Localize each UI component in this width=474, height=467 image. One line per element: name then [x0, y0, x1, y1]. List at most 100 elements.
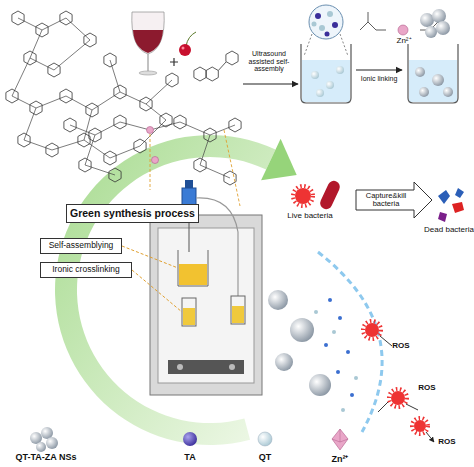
legend-text: QT: [245, 452, 285, 462]
legend-icon: [332, 429, 348, 450]
synthesis-device: [158, 228, 254, 383]
beaker: [316, 89, 324, 97]
zinc-complex-structure: [79, 158, 91, 172]
ros-bacterium: [389, 389, 407, 407]
synthesis-device: [179, 264, 207, 285]
beaker: [415, 67, 425, 77]
beaker: [302, 60, 350, 102]
synthesis-device: [231, 296, 245, 324]
zinc-complex-structure: [64, 118, 76, 132]
beaker: [408, 44, 458, 103]
ros-bacterium: [414, 420, 426, 432]
plus-sign: [170, 58, 178, 66]
box-text: Self-assemblying: [49, 241, 114, 250]
annotation-label: ROS: [388, 342, 414, 351]
beaker: [311, 71, 319, 79]
annotation-label: ROS: [434, 438, 460, 447]
annotation-label: Zn²⁺: [389, 37, 419, 46]
tannic-acid-structure: [104, 53, 116, 67]
zinc-complex-structure: [174, 115, 186, 129]
wine-glass: [133, 30, 163, 53]
released-particles: [268, 290, 288, 310]
synthesis-device: [177, 364, 183, 370]
cycle-arrow: [55, 135, 276, 445]
released-particles: [309, 374, 331, 396]
process-arrow: [356, 70, 402, 71]
zinc-complex-structure: [114, 115, 126, 129]
process-box: Green synthesis process: [66, 204, 199, 223]
nanoparticle-cluster: [327, 11, 333, 17]
capture-arrow: [356, 182, 432, 218]
tannic-acid-structure: [6, 11, 178, 165]
beaker: [326, 81, 334, 89]
released-particles: [341, 408, 345, 412]
dead-bacterium: [438, 212, 447, 222]
process-arrow: [356, 69, 402, 70]
beaker: [443, 87, 453, 97]
ros-bacterium: [363, 321, 434, 442]
beaker: [419, 87, 429, 97]
tannic-acid-structure: [114, 85, 126, 99]
nanosheet-cluster: [420, 9, 450, 38]
tannic-acid-structure: [140, 97, 152, 111]
beaker: [432, 74, 444, 86]
live-bacterium: [295, 188, 311, 204]
beaker: [409, 60, 457, 102]
tannic-acid-structure: [48, 63, 60, 77]
tannic-acid-structure: [24, 51, 36, 65]
box-text: Ironic crosslinking: [52, 265, 120, 274]
release-path: [318, 252, 382, 432]
ros-bacterium: [365, 323, 379, 337]
ros-bacterium: [412, 418, 428, 434]
live-bacterium: [293, 179, 342, 211]
live-bacterium: [318, 179, 342, 211]
nanosheet-cluster: [420, 13, 434, 27]
beaker: [336, 66, 344, 74]
released-particles: [290, 318, 314, 342]
leader-line: [122, 246, 182, 312]
zinc-complex-structure: [89, 128, 101, 142]
legend-icon: [46, 437, 58, 449]
cherry: [179, 32, 196, 56]
zinc-complex-structure: [64, 115, 241, 206]
zinc-complex-structure: [70, 122, 235, 178]
dead-bacterium: [455, 188, 464, 198]
tannic-acid-structure: [12, 11, 24, 25]
tannic-acid-structure: [60, 89, 72, 103]
annotation-label: Dead bacteria: [424, 226, 474, 235]
quercetin-structure: [194, 51, 238, 81]
dead-bacterium: [452, 202, 464, 213]
tannic-acid-structure: [12, 18, 172, 158]
beaker: [301, 44, 351, 103]
live-bacterium: [293, 186, 313, 206]
nanosheet-cluster: [432, 9, 446, 23]
tannic-acid-structure: [36, 23, 48, 37]
zinc-complex-structure: [224, 171, 236, 185]
legend-icon: [30, 427, 348, 452]
plus-sign: [170, 58, 178, 66]
zinc-complex-structure: [194, 158, 206, 172]
tannic-acid-structure: [46, 143, 58, 157]
cycle-arrow: [55, 135, 297, 445]
tannic-acid-structure: [84, 33, 96, 47]
cycle-arrow: [261, 139, 297, 181]
quercetin-structure: [206, 67, 218, 81]
wine-glass: [132, 12, 164, 54]
tannic-acid-structure: [18, 133, 30, 147]
nanoparticle-cluster: [304, 5, 348, 56]
nanosheet-cluster: [425, 26, 437, 38]
synthesis-device: [178, 250, 208, 286]
ros-bacterium: [391, 391, 405, 405]
capture-arrow: [356, 182, 432, 218]
nanoparticle-cluster: [319, 25, 325, 31]
synthesis-device: [232, 306, 244, 323]
legend-icon: [332, 429, 348, 442]
process-arrow: [243, 84, 298, 85]
synthesis-device: [183, 308, 195, 325]
legend-text: Zn²⁺: [320, 452, 360, 465]
released-particles: [324, 343, 328, 347]
annotation-label: Capture&kill bacteria: [358, 192, 414, 209]
